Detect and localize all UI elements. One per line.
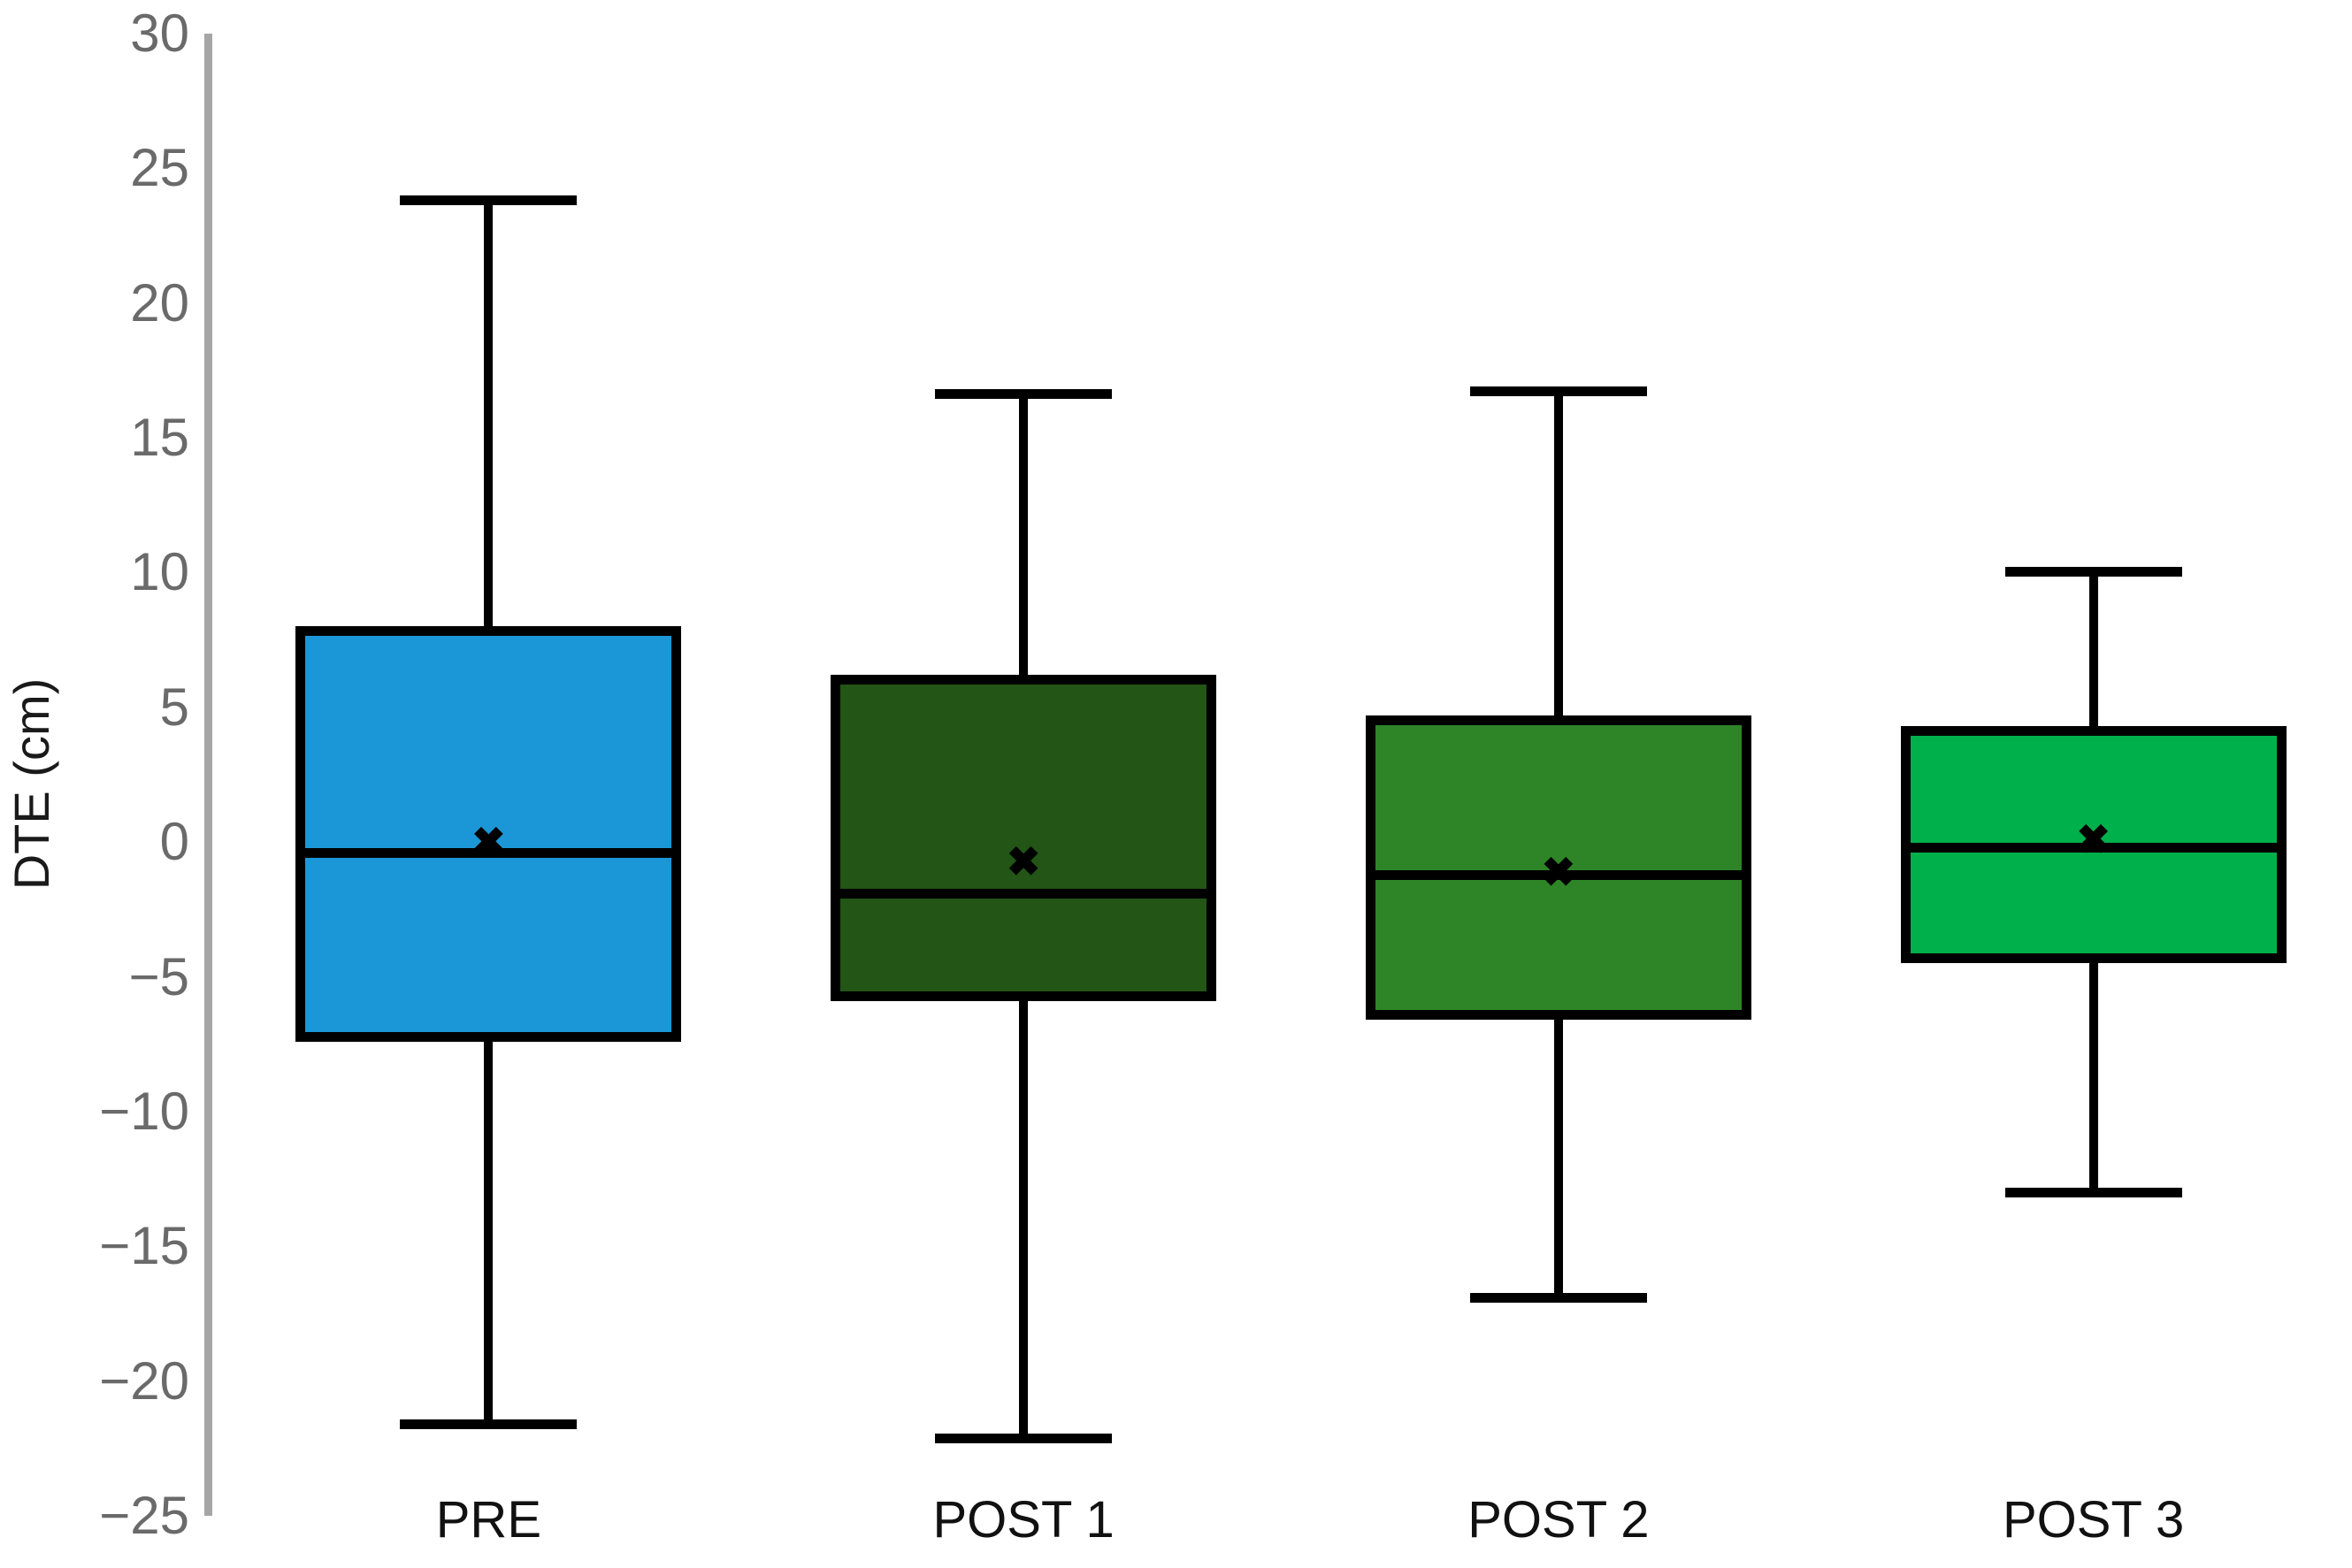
median-line <box>831 889 1217 899</box>
y-axis-title: DTE (cm) <box>3 677 59 891</box>
median-line <box>1900 843 2287 853</box>
median-line <box>295 848 682 859</box>
upper-whisker-cap <box>935 389 1113 400</box>
upper-whisker-cap <box>2004 567 2182 577</box>
lower-whisker-cap <box>2004 1188 2182 1198</box>
upper-whisker-stem <box>1553 386 1563 715</box>
box-plot-group[interactable]: ✖ POST 1 <box>212 0 2352 1568</box>
median-line <box>1365 869 1751 880</box>
box-plot-group[interactable]: ✖ PRE <box>212 0 2352 1568</box>
y-tick-label: −15 <box>99 1216 189 1276</box>
y-tick-label: −20 <box>99 1350 189 1411</box>
upper-whisker-stem <box>1019 389 1029 676</box>
y-tick-label: 25 <box>130 138 189 198</box>
y-axis-line <box>204 34 212 1516</box>
upper-whisker-cap <box>400 195 578 205</box>
lower-whisker-stem <box>1019 1000 1029 1443</box>
lower-whisker-stem <box>2088 963 2098 1198</box>
y-axis-tick-labels: 30 25 20 15 10 5 0 −5 −10 −15 −20 −25 <box>65 0 189 1568</box>
box-iqr-rect[interactable] <box>1365 715 1751 1021</box>
y-tick-label: −10 <box>99 1081 189 1141</box>
x-category-label: POST 1 <box>932 1491 1115 1549</box>
y-tick-label: 10 <box>130 542 189 602</box>
mean-marker-icon: ✖ <box>1006 838 1041 884</box>
y-tick-label: 30 <box>130 4 189 63</box>
lower-whisker-cap <box>1469 1293 1647 1304</box>
y-tick-label: −5 <box>128 946 189 1006</box>
mean-marker-icon: ✖ <box>471 819 506 866</box>
lower-whisker-cap <box>935 1433 1113 1443</box>
y-tick-label: 20 <box>130 272 189 333</box>
mean-marker-icon: ✖ <box>1541 848 1576 895</box>
lower-whisker-cap <box>400 1419 578 1430</box>
plot-area: ✖ PRE ✖ POST 1 ✖ POST 2 ✖ POST 3 <box>212 0 2352 1568</box>
y-tick-label: 15 <box>130 408 189 468</box>
box-plot-group[interactable]: ✖ POST 2 <box>212 0 2352 1568</box>
x-category-label: PRE <box>435 1491 542 1549</box>
box-plot-group[interactable]: ✖ POST 3 <box>212 0 2352 1568</box>
box-iqr-rect[interactable] <box>295 626 682 1042</box>
x-category-label: POST 2 <box>1467 1491 1650 1549</box>
x-category-label: POST 3 <box>2003 1491 2185 1549</box>
lower-whisker-stem <box>1553 1020 1563 1304</box>
upper-whisker-cap <box>1469 386 1647 397</box>
y-tick-label: 5 <box>159 677 189 737</box>
upper-whisker-stem <box>484 195 494 627</box>
upper-whisker-stem <box>2088 567 2098 727</box>
lower-whisker-stem <box>484 1041 494 1430</box>
box-iqr-rect[interactable] <box>831 675 1217 1001</box>
mean-marker-icon: ✖ <box>2076 816 2111 863</box>
y-tick-label: −25 <box>99 1486 189 1545</box>
y-tick-label: 0 <box>159 812 189 872</box>
